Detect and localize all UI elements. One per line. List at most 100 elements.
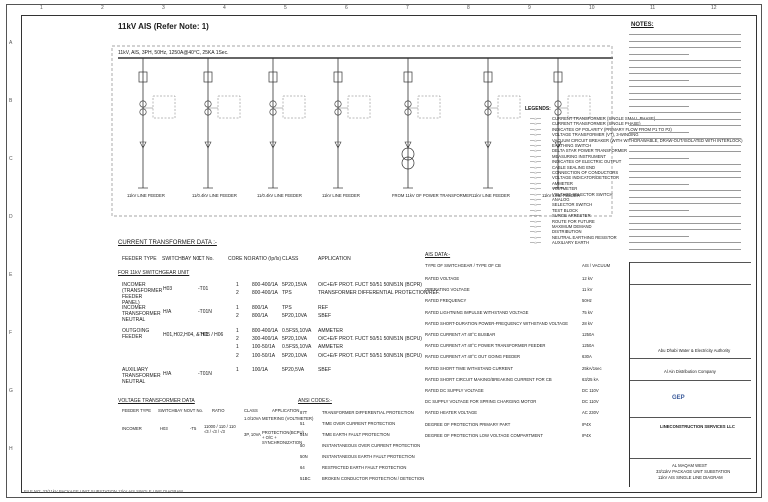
- ais-data-label: RATED LIGHTNING IMPULSE WITHSTAND VOLTAG…: [425, 309, 529, 315]
- current-transformer: [404, 108, 412, 116]
- current-transformer: [334, 108, 342, 116]
- column-number: 8: [467, 5, 470, 11]
- feeder-label: 11kV LINE FEEDER: [542, 193, 580, 198]
- ct-ratio: 300-400/1A: [252, 336, 278, 342]
- legend-item: AUXILIARY EARTH: [552, 240, 590, 246]
- legend-symbol: —○—: [530, 159, 541, 165]
- row-letter: H: [9, 446, 13, 452]
- legend-symbol: —○—: [530, 175, 541, 181]
- legend-symbol: —○—: [530, 121, 541, 127]
- ais-data-value: 630A: [582, 354, 592, 360]
- ais-data-value: 63/25 kA: [582, 376, 599, 382]
- cable-sealing-end: [139, 141, 147, 149]
- row-letter: C: [9, 156, 13, 162]
- ais-data-label: OPERATING VOLTAGE: [425, 287, 470, 293]
- ansi-code: 50N: [300, 454, 308, 459]
- note-text-line: [629, 92, 741, 94]
- ct-core: 2: [236, 352, 239, 359]
- ais-data-value: DC 110V: [582, 399, 599, 405]
- ct-feeder-type: OUTGOING FEEDER: [122, 327, 150, 340]
- ct-class: 0.5FS5,10VA: [282, 327, 312, 334]
- ct-number: -T01N: [198, 371, 212, 378]
- legend-symbol: —○—: [530, 207, 541, 213]
- ct-application: TRANSFORMER DIFFERENTIAL PROTECTION/REF.: [318, 290, 440, 297]
- note-text-line: [629, 66, 741, 68]
- ct-application: O/C+E/F PROT. FUCT 50/51 50N/51N (BCPR): [318, 282, 422, 288]
- circuit-breaker: [268, 71, 278, 83]
- legend-item: SURGE ARRESTER: [552, 213, 591, 219]
- feeder-label: FROM 11kV OF POWER TRANSFORMER: [392, 193, 473, 198]
- project-line-1: AL MAQAM WEST: [672, 463, 708, 468]
- ct-header-cell: FEEDER TYPE: [122, 256, 157, 262]
- note-text-line: [629, 229, 741, 230]
- ais-data-value: 75 kV: [582, 309, 593, 315]
- contractor-name: LINECONSTRUCTION SERVICES LLC: [660, 424, 735, 429]
- ct-core: 2: [236, 313, 239, 320]
- legend-symbol: —○—: [530, 126, 541, 132]
- ct-ratio: 800/1A: [252, 313, 268, 320]
- cable-sealing-end: [554, 141, 562, 149]
- note-text-line: [629, 164, 741, 165]
- ct-ratio: 800-400/1A: [252, 290, 278, 297]
- ct-header-cell: CLASS: [282, 256, 299, 262]
- legend-item: VOLTAGE TRANSFORMER (VT), 3-WINDING: [552, 132, 639, 138]
- feeder-label: 11/0.4kV LINE FEEDER: [192, 193, 237, 198]
- ct-core: 1: [236, 282, 239, 288]
- note-text-line: [629, 125, 741, 126]
- legend-symbol: —○—: [530, 213, 541, 219]
- legend-symbol: —○—: [530, 153, 541, 159]
- ct-application: SBEF: [318, 367, 332, 374]
- ais-data-label: RATED CURRENT AT 40°C OUT GOING FEEDER: [425, 354, 521, 360]
- cable-sealing-end: [204, 141, 212, 149]
- note-text-line: [629, 235, 689, 237]
- legend-item: AMMETER: [552, 180, 573, 186]
- note-text-line: [629, 190, 741, 191]
- ansi-code: 64: [300, 465, 305, 470]
- ct-ratio: 800-400/1A: [252, 327, 278, 334]
- ct-number: -T01: [198, 286, 209, 292]
- relay-box: [497, 95, 521, 119]
- ct-ratio: 100-50/1A: [252, 344, 276, 351]
- ais-data-label: DEGREE OF PROTECTION PRIMARY PART: [425, 421, 511, 427]
- row-letter: B: [9, 98, 13, 104]
- vt-header-cell: APPLICATION: [272, 408, 300, 413]
- legend-item: VACUUM CIRCUIT BREAKER (WITH WITHDRAWABL…: [552, 137, 743, 143]
- note-text-line: [629, 203, 741, 204]
- ais-data-value: 28 kV: [582, 320, 593, 326]
- ct-class: 5P20,10VA: [282, 352, 307, 359]
- busbar-label: 11kV, AIS, 3PH, 50Hz, 1250A@40°C, 25KA 1…: [118, 50, 229, 56]
- ais-data-label: RATED SHORT CIRCUIT MAKING/BREAKING CURR…: [425, 376, 552, 382]
- circuit-breaker: [483, 71, 493, 83]
- ais-data-title: AIS DATA:-: [425, 252, 451, 258]
- ansi-code-description: TRANSFORMER DIFFERENTIAL PROTECTION: [322, 410, 414, 415]
- notes-panel: NOTES:: [629, 22, 749, 262]
- note-text-line: [629, 99, 741, 100]
- legend-symbol: —○—: [530, 234, 541, 240]
- ct-core: 1: [236, 327, 239, 334]
- ais-data-label: RATED CURRENT AT 40°C BUSBAR: [425, 332, 496, 337]
- legend-item: CABLE SEALING END: [552, 164, 596, 170]
- ct-header-cell: CT No.: [198, 256, 214, 262]
- client-name: Abu Dhabi Water & Electricity Authority: [658, 348, 731, 353]
- legend-symbol: —○—: [530, 202, 541, 208]
- vt-header-cell: FEEDER TYPE: [122, 408, 152, 413]
- note-text-line: [629, 79, 689, 81]
- ct-header-cell: APPLICATION: [318, 256, 351, 262]
- ct-application: AMMETER: [318, 327, 343, 334]
- column-number: 12: [711, 5, 717, 11]
- legend-item: INDICATES OF ELECTRIC OUTPUT: [552, 159, 622, 165]
- note-text-line: [629, 60, 741, 61]
- legend-symbol: —○—: [530, 137, 541, 143]
- ais-data-value: 25kA/1sec: [582, 365, 602, 371]
- legend-item: CURRENT TRANSFORMER (SINGLE SMALL PHASE): [552, 116, 656, 121]
- ct-feeder-type: INCOMER TRANSFORMER NEUTRAL: [122, 304, 161, 323]
- cable-sealing-end: [404, 141, 412, 149]
- note-text-line: [629, 196, 741, 198]
- legend-item: ANALOG: [552, 197, 570, 202]
- ct-number: -T01N: [198, 308, 212, 315]
- ansi-code-description: TIME EARTH FAULT PROTECTION: [322, 432, 390, 437]
- feeder-label: 11kV LINE FEEDER: [472, 193, 510, 198]
- ct-class: TPS: [282, 290, 292, 297]
- ct-ratio: 800/1A: [252, 304, 268, 311]
- ct-core: 1: [236, 304, 239, 311]
